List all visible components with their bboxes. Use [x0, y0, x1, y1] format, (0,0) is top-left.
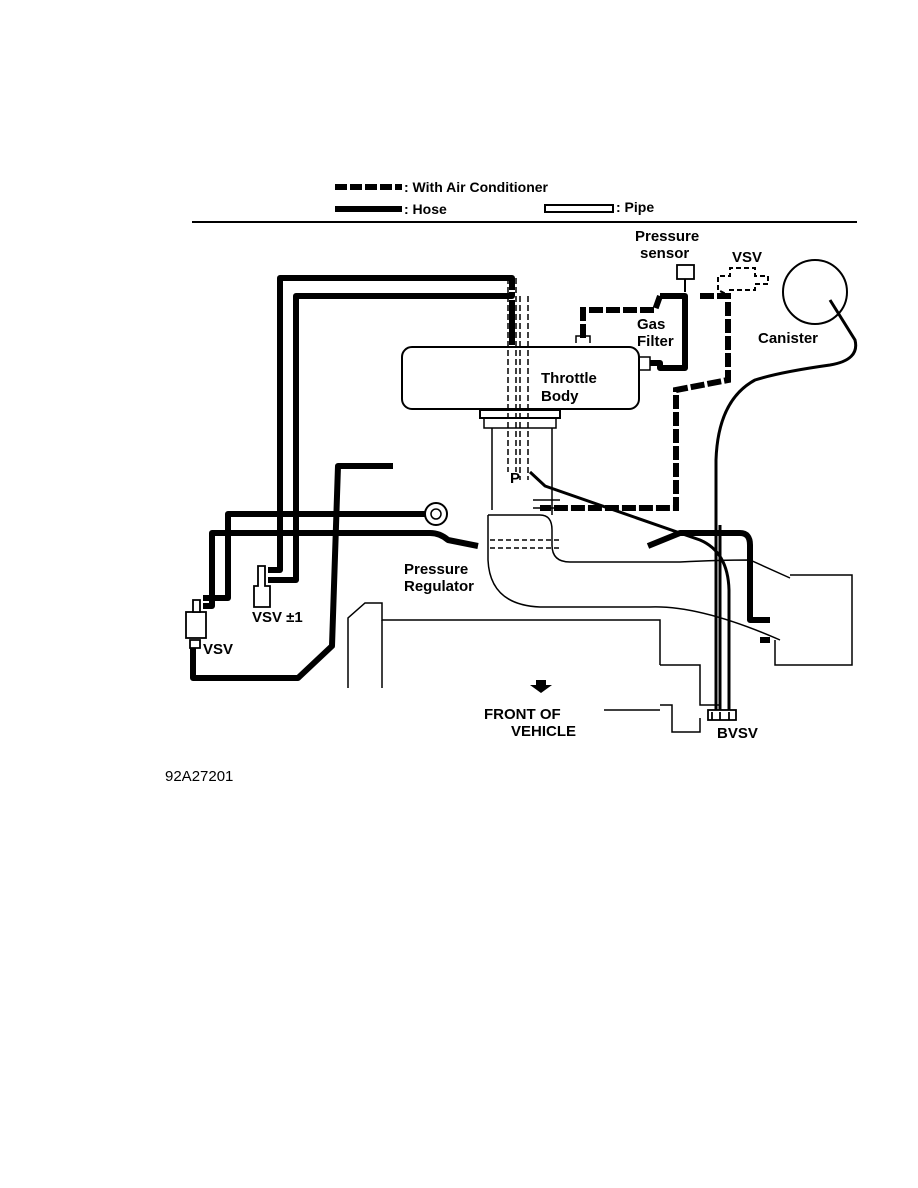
vsv-top	[717, 267, 769, 298]
figure-id: 92A27201	[165, 768, 233, 785]
label-vsv-left: VSV	[203, 641, 233, 658]
canister	[782, 259, 848, 325]
label-pressure-regulator-line1: Pressure	[404, 561, 468, 578]
legend-pipe-text: : Pipe	[616, 199, 654, 215]
label-pressure-sensor-line1: Pressure	[635, 228, 699, 245]
label-vsv1: VSV ±1	[252, 609, 303, 626]
label-gas-filter-line2: Filter	[637, 333, 674, 350]
label-gas-filter-line1: Gas	[637, 316, 665, 333]
label-throttle-body-line2: Body	[541, 388, 579, 405]
vsv-left-valve	[185, 599, 207, 649]
legend: : With Air Conditioner : Hose : Pipe	[192, 179, 857, 223]
label-pressure-regulator-line2: Regulator	[404, 578, 474, 595]
label-bvsv: BVSV	[717, 725, 758, 742]
hoses	[190, 275, 770, 681]
pressure-sensor	[676, 264, 695, 280]
legend-pipe-swatch	[544, 204, 614, 213]
thin-hoses	[528, 299, 858, 712]
bvsv-valve	[707, 709, 737, 721]
label-p-port: P	[510, 470, 520, 487]
legend-ac-text: : With Air Conditioner	[404, 179, 549, 195]
front-arrow-icon	[530, 680, 552, 693]
vsv1-valve	[253, 565, 271, 608]
label-pressure-sensor-line2: sensor	[640, 245, 689, 262]
ac-hoses	[540, 293, 731, 511]
label-front-line1: FRONT OF	[484, 706, 561, 723]
engine-outline	[347, 335, 853, 733]
label-vsv-top: VSV	[732, 249, 762, 266]
pipes	[490, 278, 560, 549]
label-front-line2: VEHICLE	[511, 723, 576, 740]
label-throttle-body-line1: Throttle	[541, 370, 597, 387]
legend-hose-text: : Hose	[404, 201, 447, 217]
label-canister: Canister	[758, 330, 818, 347]
